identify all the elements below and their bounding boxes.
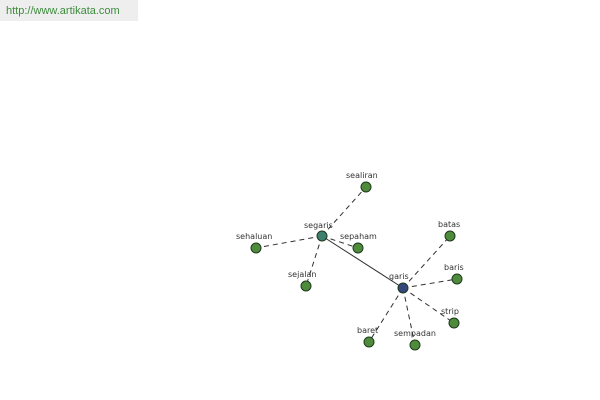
- node-label-garis[interactable]: garis: [389, 272, 409, 281]
- node-sejalan[interactable]: [300, 280, 312, 292]
- edges-layer: [255, 186, 458, 346]
- node-sealiran[interactable]: [360, 181, 372, 193]
- edge-garis-baris: [402, 278, 458, 289]
- source-url-link[interactable]: http://www.artikata.com: [6, 5, 120, 17]
- node-label-sealiran[interactable]: sealiran: [346, 171, 378, 180]
- node-label-batas[interactable]: batas: [438, 220, 460, 229]
- node-label-segaris[interactable]: segaris: [304, 221, 333, 230]
- node-label-sehaluan[interactable]: sehaluan: [236, 232, 272, 241]
- nodes-layer: garis segaris sealiran sehaluan sepaham sejal…: [236, 171, 464, 351]
- node-label-sejalan[interactable]: sejalan: [288, 270, 316, 279]
- node-sepaham[interactable]: [352, 242, 364, 254]
- edge-garis-segaris: [321, 235, 404, 289]
- node-baret[interactable]: [363, 336, 375, 348]
- edge-garis-strip: [402, 287, 455, 324]
- edge-garis-batas: [402, 235, 451, 289]
- node-strip[interactable]: [448, 317, 460, 329]
- node-label-sepaham[interactable]: sepaham: [340, 232, 377, 241]
- node-baris[interactable]: [451, 273, 463, 285]
- node-sempadan[interactable]: [409, 339, 421, 351]
- node-batas[interactable]: [444, 230, 456, 242]
- edge-segaris-sepaham: [321, 235, 359, 249]
- edge-segaris-sealiran: [321, 186, 367, 237]
- node-segaris[interactable]: [316, 230, 328, 242]
- node-sehaluan[interactable]: [250, 242, 262, 254]
- node-label-sempadan[interactable]: sempadan: [394, 329, 436, 338]
- node-label-baret[interactable]: baret: [357, 326, 378, 335]
- node-garis[interactable]: [397, 282, 409, 294]
- source-banner: http://www.artikata.com: [0, 0, 138, 21]
- edge-segaris-sehaluan: [255, 235, 323, 249]
- edge-garis-baret: [368, 287, 404, 343]
- node-label-baris[interactable]: baris: [444, 263, 464, 272]
- edge-garis-sempadan: [402, 287, 416, 346]
- node-label-strip[interactable]: strip: [441, 307, 459, 316]
